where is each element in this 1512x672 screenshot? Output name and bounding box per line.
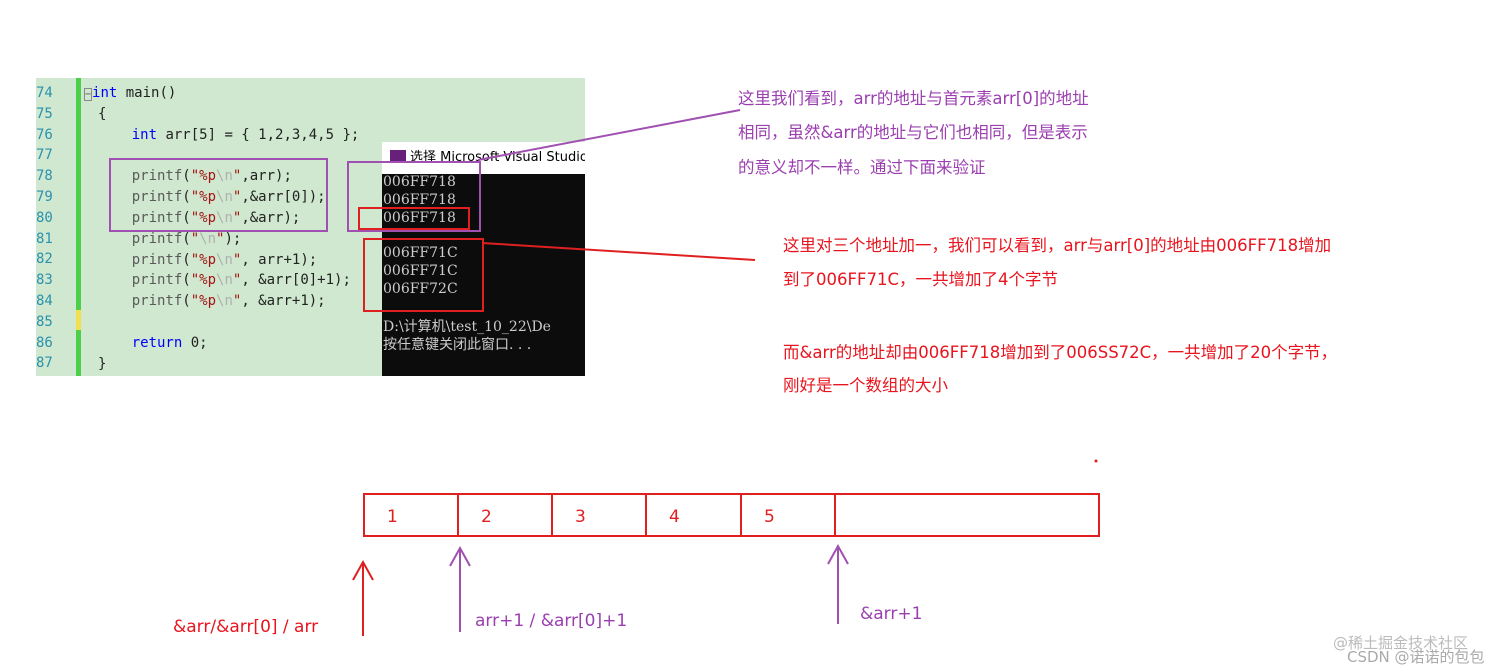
code-line: { [98, 106, 107, 122]
code-line: printf("\n"); [131, 231, 242, 247]
code-line: printf("%p\n",&arr[0]); [131, 189, 326, 205]
console-output-line: 006FF72C [383, 280, 458, 297]
console-output-line: 按任意键关闭此窗口. . . [383, 337, 532, 354]
purple-annotation-line: 相同，虽然&arr的地址与它们也相同，但是表示 [738, 123, 1088, 142]
code-line: int arr[5] = { 1,2,3,4,5 }; [131, 127, 360, 143]
console-output-line: 006FF71C [383, 263, 458, 279]
label-addr-arr-plus-1: &arr+1 [860, 604, 923, 624]
code-line: printf("%p\n",&arr); [131, 210, 301, 226]
array-cell-value: 5 [764, 507, 775, 527]
array-cell: 1 [363, 493, 457, 537]
array-cell [834, 493, 1098, 537]
console-output-line: 006FF71C [383, 245, 458, 262]
line-number: 75 [36, 105, 53, 122]
line-number: 87 [36, 355, 53, 372]
purple-annotation-line: 的意义却不一样。通过下面来验证 [738, 158, 986, 177]
code-line: } [98, 356, 107, 372]
array-cell-value: 1 [387, 507, 398, 527]
watermark: @稀土掘金技术社区 [1333, 634, 1469, 652]
code-line: return 0; [131, 335, 208, 351]
code-line: printf("%p\n", &arr+1); [131, 293, 326, 309]
array-cell: 2 [457, 493, 551, 537]
array-cell: 3 [551, 493, 645, 537]
line-number: 82 [36, 251, 53, 268]
line-number: 83 [36, 272, 53, 289]
array-cell-value: 2 [481, 507, 492, 527]
unsaved-marker [76, 310, 81, 330]
code-line: printf("%p\n", arr+1); [131, 252, 318, 268]
watermark: CSDN @诺诺的包包 [1347, 648, 1485, 666]
line-number: 81 [36, 230, 53, 247]
line-number: 84 [36, 293, 53, 309]
code-line: printf("%p\n",arr); [131, 168, 292, 184]
vs-icon [390, 150, 406, 161]
purple-annotation-line: 这里我们看到，arr的地址与首元素arr[0]的地址 [738, 89, 1089, 108]
console-output-line: 006FF718 [383, 174, 456, 190]
red-highlight-output [363, 238, 484, 312]
red-annotation-line: 到了006FF71C，一共增加了4个字节 [783, 270, 1058, 289]
line-number: 78 [36, 168, 53, 185]
line-number: 74 [36, 85, 53, 101]
line-number: 85 [36, 313, 53, 330]
label-arr-plus-1: arr+1 / &arr[0]+1 [475, 611, 628, 631]
array-cell: 5 [740, 493, 834, 537]
code-line: printf("%p\n", &arr[0]+1); [131, 272, 351, 288]
console-output-line: 006FF718 [383, 191, 456, 208]
code-line: −int main() [84, 85, 177, 101]
line-number: 86 [36, 334, 53, 351]
red-annotation-line: 而&arr的地址却由006FF718增加到了006SS72C，一共增加了20个字… [783, 343, 1338, 362]
red-connector [481, 242, 756, 261]
line-number: 79 [36, 189, 53, 205]
line-number: 77 [36, 147, 53, 164]
red-annotation-line: 刚好是一个数组的大小 [783, 376, 948, 395]
line-number: 80 [36, 209, 53, 226]
array-cell-value: 3 [575, 507, 586, 527]
red-highlight-addr [358, 207, 470, 230]
label-base-address: &arr/&arr[0] / arr [173, 617, 319, 637]
console-output-line: D:\计算机\test_10_22\De [383, 319, 551, 336]
purple-highlight-code [109, 158, 328, 232]
console-output-line: 006FF718 [383, 209, 456, 226]
purple-connector [477, 109, 741, 161]
change-bar [76, 78, 81, 376]
array-cell-value: 4 [669, 507, 680, 527]
line-number: 76 [36, 126, 53, 143]
red-annotation-line: 这里对三个地址加一，我们可以看到，arr与arr[0]的地址由006FF718增… [783, 236, 1332, 255]
array-cell: 4 [645, 493, 740, 537]
purple-highlight-output [347, 161, 481, 232]
